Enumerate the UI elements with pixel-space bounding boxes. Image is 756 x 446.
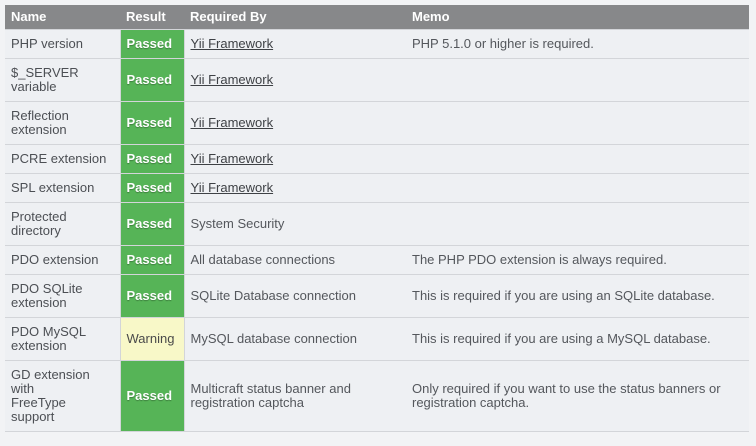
name-cell: Protected directory (5, 202, 120, 246)
required-by-link[interactable]: Yii Framework (190, 180, 274, 195)
result-badge: Passed (126, 72, 173, 87)
table-row: PHP version Passed Yii Framework PHP 5.1… (5, 29, 749, 59)
required-by-text: System Security (190, 216, 285, 231)
required-by-link[interactable]: Yii Framework (190, 36, 274, 51)
required-by-cell: MySQL database connection (184, 317, 406, 361)
required-by-text: MySQL database connection (190, 331, 357, 346)
required-by-cell: Yii Framework (184, 29, 406, 59)
memo-cell (406, 173, 749, 203)
result-badge: Passed (126, 388, 173, 403)
result-cell: Passed (119, 173, 185, 203)
result-cell: Passed (119, 360, 185, 432)
result-badge: Passed (126, 252, 173, 267)
required-by-cell: Yii Framework (184, 173, 406, 203)
table-row: PCRE extension Passed Yii Framework (5, 144, 749, 174)
requirements-table: Name Result Required By Memo PHP version… (5, 5, 749, 432)
column-header-name: Name (5, 5, 120, 30)
required-by-cell: Yii Framework (184, 58, 406, 102)
memo-cell: The PHP PDO extension is always required… (406, 245, 749, 275)
result-badge: Passed (126, 151, 173, 166)
result-badge: Warning (126, 331, 175, 346)
memo-cell: This is required if you are using an SQL… (406, 274, 749, 318)
memo-cell: This is required if you are using a MySQ… (406, 317, 749, 361)
required-by-cell: All database connections (184, 245, 406, 275)
result-cell: Passed (119, 274, 185, 318)
table-row: GD extension with FreeType support Passe… (5, 360, 749, 432)
required-by-text: SQLite Database connection (190, 288, 357, 303)
result-cell: Passed (119, 144, 185, 174)
required-by-text: All database connections (190, 252, 336, 267)
column-header-memo: Memo (406, 5, 749, 30)
column-header-required-by: Required By (184, 5, 406, 30)
required-by-cell: System Security (184, 202, 406, 246)
result-cell: Passed (119, 245, 185, 275)
result-cell: Passed (119, 29, 185, 59)
name-cell: GD extension with FreeType support (5, 360, 120, 432)
table-row: Reflection extension Passed Yii Framewor… (5, 101, 749, 145)
memo-cell (406, 144, 749, 174)
name-cell: PDO SQLite extension (5, 274, 120, 318)
memo-cell: PHP 5.1.0 or higher is required. (406, 29, 749, 59)
memo-cell (406, 202, 749, 246)
result-badge: Passed (126, 115, 173, 130)
name-cell: PHP version (5, 29, 120, 59)
required-by-text: Multicraft status banner and registratio… (190, 381, 351, 410)
required-by-cell: Multicraft status banner and registratio… (184, 360, 406, 432)
required-by-cell: Yii Framework (184, 144, 406, 174)
result-badge: Passed (126, 36, 173, 51)
table-header-row: Name Result Required By Memo (5, 5, 749, 30)
memo-cell: Only required if you want to use the sta… (406, 360, 749, 432)
required-by-link[interactable]: Yii Framework (190, 151, 274, 166)
required-by-cell: Yii Framework (184, 101, 406, 145)
column-header-result: Result (120, 5, 184, 30)
result-cell: Passed (119, 202, 185, 246)
table-row: PDO SQLite extension Passed SQLite Datab… (5, 274, 749, 318)
required-by-cell: SQLite Database connection (184, 274, 406, 318)
table-row: PDO MySQL extension Warning MySQL databa… (5, 317, 749, 361)
name-cell: PCRE extension (5, 144, 120, 174)
result-cell: Warning (119, 317, 185, 361)
memo-cell (406, 101, 749, 145)
table-row: SPL extension Passed Yii Framework (5, 173, 749, 203)
table-row: $_SERVER variable Passed Yii Framework (5, 58, 749, 102)
required-by-link[interactable]: Yii Framework (190, 115, 274, 130)
name-cell: $_SERVER variable (5, 58, 120, 102)
name-cell: PDO MySQL extension (5, 317, 120, 361)
result-cell: Passed (119, 58, 185, 102)
table-row: PDO extension Passed All database connec… (5, 245, 749, 275)
result-badge: Passed (126, 288, 173, 303)
memo-cell (406, 58, 749, 102)
result-badge: Passed (126, 216, 173, 231)
name-cell: PDO extension (5, 245, 120, 275)
result-badge: Passed (126, 180, 173, 195)
required-by-link[interactable]: Yii Framework (190, 72, 274, 87)
name-cell: Reflection extension (5, 101, 120, 145)
name-cell: SPL extension (5, 173, 120, 203)
page-container: Name Result Required By Memo PHP version… (5, 5, 749, 432)
result-cell: Passed (119, 101, 185, 145)
table-row: Protected directory Passed System Securi… (5, 202, 749, 246)
